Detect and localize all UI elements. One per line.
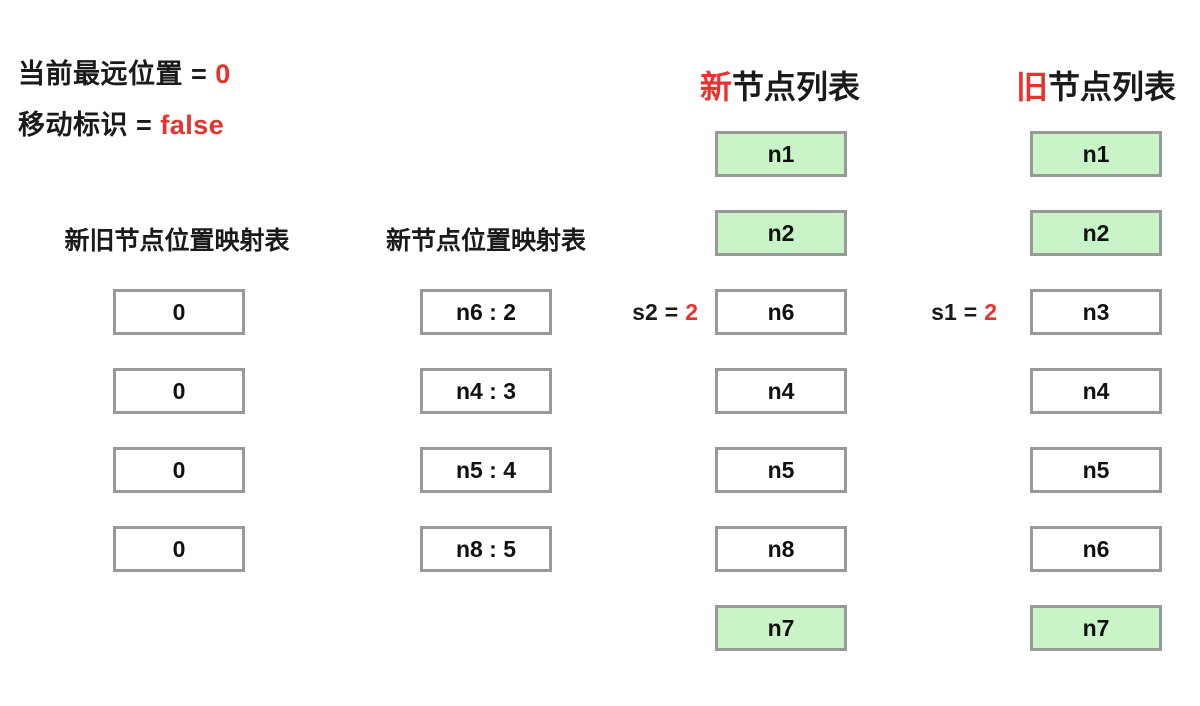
pointer-value: 2	[984, 299, 997, 325]
node-box: n7	[715, 605, 847, 651]
map-cell: 0	[113, 368, 245, 414]
node-box: n4	[715, 368, 847, 414]
equals-sign: =	[664, 299, 679, 325]
title-rest: 节点列表	[1048, 69, 1177, 105]
map-cell: 0	[113, 526, 245, 572]
new-node-list-title: 新节点列表	[630, 62, 930, 108]
title-accent: 新	[699, 69, 732, 105]
pointer-s1-label: s1=2	[867, 299, 997, 326]
equals-sign: =	[963, 299, 978, 325]
node-box: n5	[1030, 447, 1162, 493]
node-box: n2	[715, 210, 847, 256]
status-value: false	[160, 110, 225, 140]
oldnew-position-map-table: 0 0 0 0	[113, 289, 245, 572]
new-position-map-table: n6 : 2 n4 : 3 n5 : 4 n8 : 5	[420, 289, 552, 572]
new-position-map-title: 新节点位置映射表	[385, 227, 586, 255]
map-cell: n6 : 2	[420, 289, 552, 335]
status-label: 移动标识	[18, 110, 128, 140]
equals-sign: =	[136, 110, 153, 140]
map-cell: n8 : 5	[420, 526, 552, 572]
pointer-s2-label: s2=2	[568, 299, 698, 326]
pointer-value: 2	[685, 299, 698, 325]
old-node-list: n1 n2 n3 n4 n5 n6 n7	[1030, 131, 1162, 651]
map-cell: n4 : 3	[420, 368, 552, 414]
status-value: 0	[215, 59, 231, 89]
map-cell: n5 : 4	[420, 447, 552, 493]
title-rest: 节点列表	[732, 69, 861, 105]
equals-sign: =	[191, 59, 208, 89]
node-box: n2	[1030, 210, 1162, 256]
status-line-farthest-position: 当前最远位置 =0	[18, 52, 231, 91]
pointer-name: s1	[931, 299, 957, 325]
node-box: n8	[715, 526, 847, 572]
oldnew-position-map-title: 新旧节点位置映射表	[64, 227, 290, 255]
node-box: n1	[1030, 131, 1162, 177]
node-box: n3	[1030, 289, 1162, 335]
map-cell: 0	[113, 289, 245, 335]
new-node-list: n1 n2 n6 n4 n5 n8 n7	[715, 131, 847, 651]
node-box: n7	[1030, 605, 1162, 651]
title-accent: 旧	[1015, 69, 1048, 105]
status-line-move-flag: 移动标识 =false	[18, 103, 224, 142]
node-box: n6	[715, 289, 847, 335]
node-box: n5	[715, 447, 847, 493]
node-box: n1	[715, 131, 847, 177]
map-cell: 0	[113, 447, 245, 493]
node-box: n6	[1030, 526, 1162, 572]
pointer-name: s2	[632, 299, 658, 325]
node-box: n4	[1030, 368, 1162, 414]
status-label: 当前最远位置	[18, 59, 183, 89]
old-node-list-title: 旧节点列表	[946, 62, 1200, 108]
